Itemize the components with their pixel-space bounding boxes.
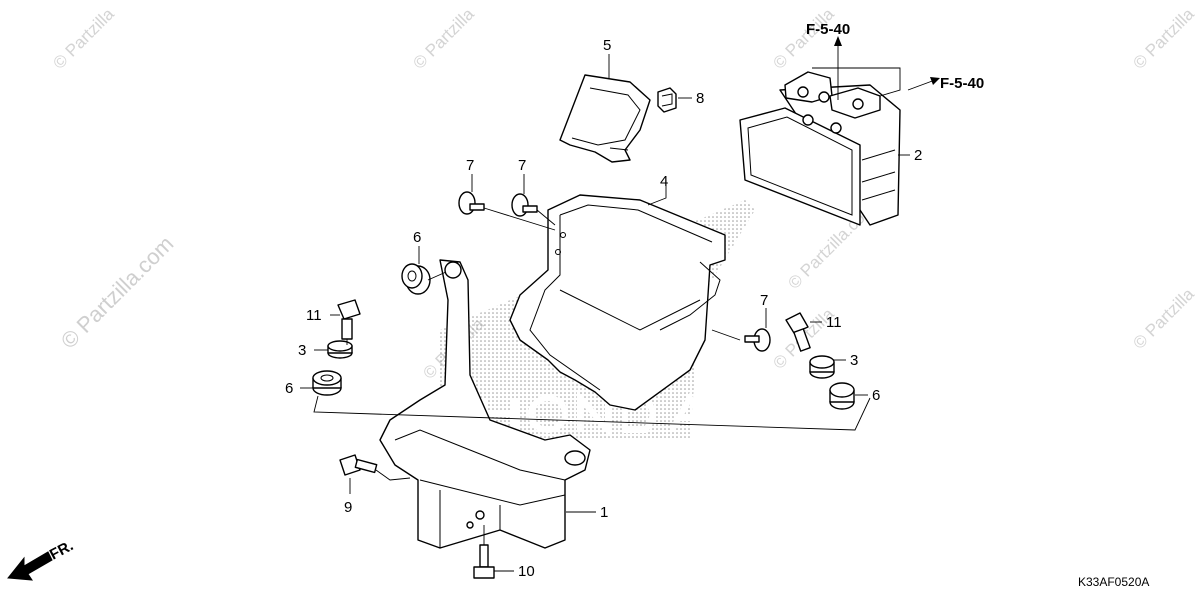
part-screw-7-b[interactable] (511, 193, 538, 217)
callout-7c[interactable]: 7 (760, 292, 768, 309)
callout-3a[interactable]: 3 (298, 342, 306, 359)
watermark: © Partzilla (409, 4, 478, 73)
watermark: © Partzilla (1129, 284, 1198, 353)
callout-6c[interactable]: 6 (872, 387, 880, 404)
part-abs-unit[interactable] (739, 71, 901, 226)
part-screw-7-a[interactable] (458, 191, 485, 215)
part-grommet-6-right[interactable] (829, 382, 855, 410)
reference-arrows (834, 36, 940, 85)
callout-7b[interactable]: 7 (518, 157, 526, 174)
diagram-code: K33AF0520A (1078, 575, 1149, 589)
part-bracket[interactable] (379, 259, 591, 549)
watermark: © Partzilla (49, 4, 118, 73)
part-grommet-6-top[interactable] (401, 263, 431, 295)
watermark: © Partzilla (769, 4, 838, 73)
part-screw-7-c[interactable] (744, 328, 771, 352)
part-bolt-10[interactable] (473, 544, 495, 579)
callout-8[interactable]: 8 (696, 90, 704, 107)
part-bolt-11-right[interactable] (785, 312, 811, 352)
reference-top[interactable]: F-5-40 (806, 21, 850, 38)
front-arrow-icon (7, 551, 53, 581)
part-washer-3-left[interactable] (327, 340, 353, 359)
callout-10[interactable]: 10 (518, 563, 535, 580)
reference-right[interactable]: F-5-40 (940, 75, 984, 92)
watermark-large: © Partzilla.com (56, 231, 179, 354)
callout-5[interactable]: 5 (603, 37, 611, 54)
callout-1[interactable]: 1 (600, 504, 608, 521)
part-cover[interactable] (559, 74, 651, 163)
part-tray[interactable] (509, 194, 726, 411)
leader-lines (300, 42, 936, 572)
watermark: © Partzilla (1129, 4, 1198, 73)
callouts: 5 8 2 4 7 7 7 6 6 6 11 11 3 3 1 9 10 (285, 37, 922, 580)
callout-11b[interactable]: 11 (826, 314, 842, 331)
part-clip-nut[interactable] (657, 87, 677, 113)
part-bolt-9[interactable] (339, 454, 378, 476)
callout-6a[interactable]: 6 (413, 229, 421, 246)
callout-6b[interactable]: 6 (285, 380, 293, 397)
callout-7a[interactable]: 7 (466, 157, 474, 174)
part-washer-3-right[interactable] (809, 355, 835, 379)
callout-2[interactable]: 2 (914, 147, 922, 164)
callout-9[interactable]: 9 (344, 499, 352, 516)
part-grommet-6-left[interactable] (312, 370, 342, 396)
callout-4[interactable]: 4 (660, 173, 668, 190)
part-bolt-11-left[interactable] (337, 299, 361, 340)
callout-3b[interactable]: 3 (850, 352, 858, 369)
callout-11a[interactable]: 11 (306, 307, 322, 324)
